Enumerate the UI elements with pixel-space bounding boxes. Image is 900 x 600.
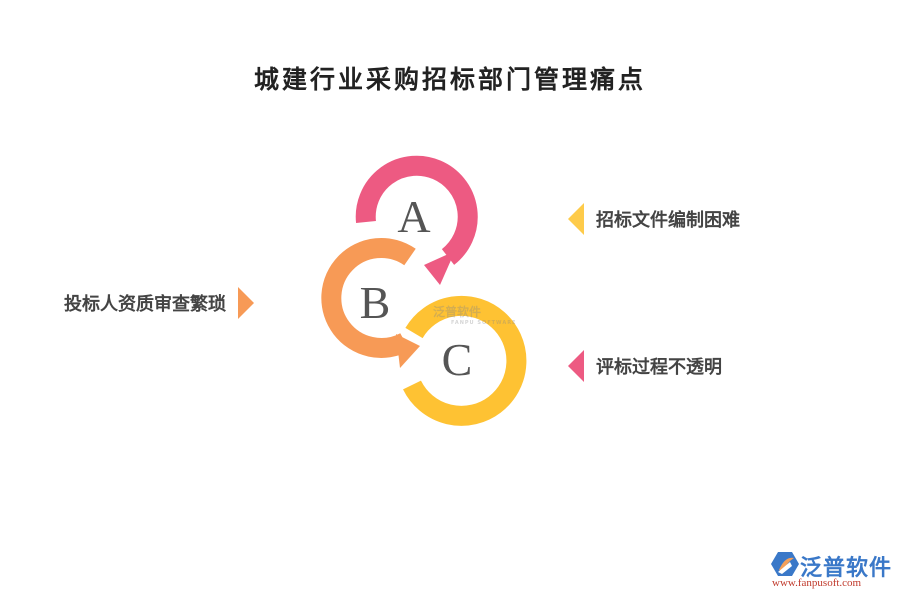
- pain-point-label-2: 投标人资质审查繁琐: [64, 294, 226, 315]
- fanpu-logo-icon: [771, 552, 799, 576]
- arrowhead-a-icon: [424, 251, 455, 285]
- brand-logo: 泛普软件 www.fanpusoft.com: [766, 550, 896, 590]
- pain-point-label-1: 招标文件编制困难: [596, 210, 740, 231]
- triangle-left-icon: [568, 350, 584, 382]
- watermark-sub: FANPU SOFTWARE: [451, 320, 517, 326]
- ring-a: A: [355, 155, 478, 285]
- pain-point-item-1: 招标文件编制困难: [568, 203, 740, 235]
- logo-url: www.fanpusoft.com: [772, 577, 862, 589]
- watermark-name: 泛普软件: [433, 305, 482, 319]
- pain-point-item-3: 评标过程不透明: [568, 350, 722, 382]
- ring-b: B: [321, 237, 420, 368]
- ring-c: C: [403, 295, 527, 426]
- ring-letter-a: A: [397, 191, 430, 242]
- pain-point-item-2: 投标人资质审查繁琐: [64, 287, 254, 319]
- logo-name: 泛普软件: [800, 556, 893, 581]
- arrowhead-b-icon: [396, 334, 420, 368]
- triangle-right-icon: [238, 287, 254, 319]
- page-title: 城建行业采购招标部门管理痛点: [253, 65, 646, 94]
- ring-letter-c: C: [442, 334, 473, 385]
- pain-point-label-3: 评标过程不透明: [596, 357, 722, 378]
- watermark: 泛普软件 FANPU SOFTWARE: [433, 303, 516, 326]
- ring-letter-b: B: [360, 277, 391, 328]
- triangle-left-icon: [568, 203, 584, 235]
